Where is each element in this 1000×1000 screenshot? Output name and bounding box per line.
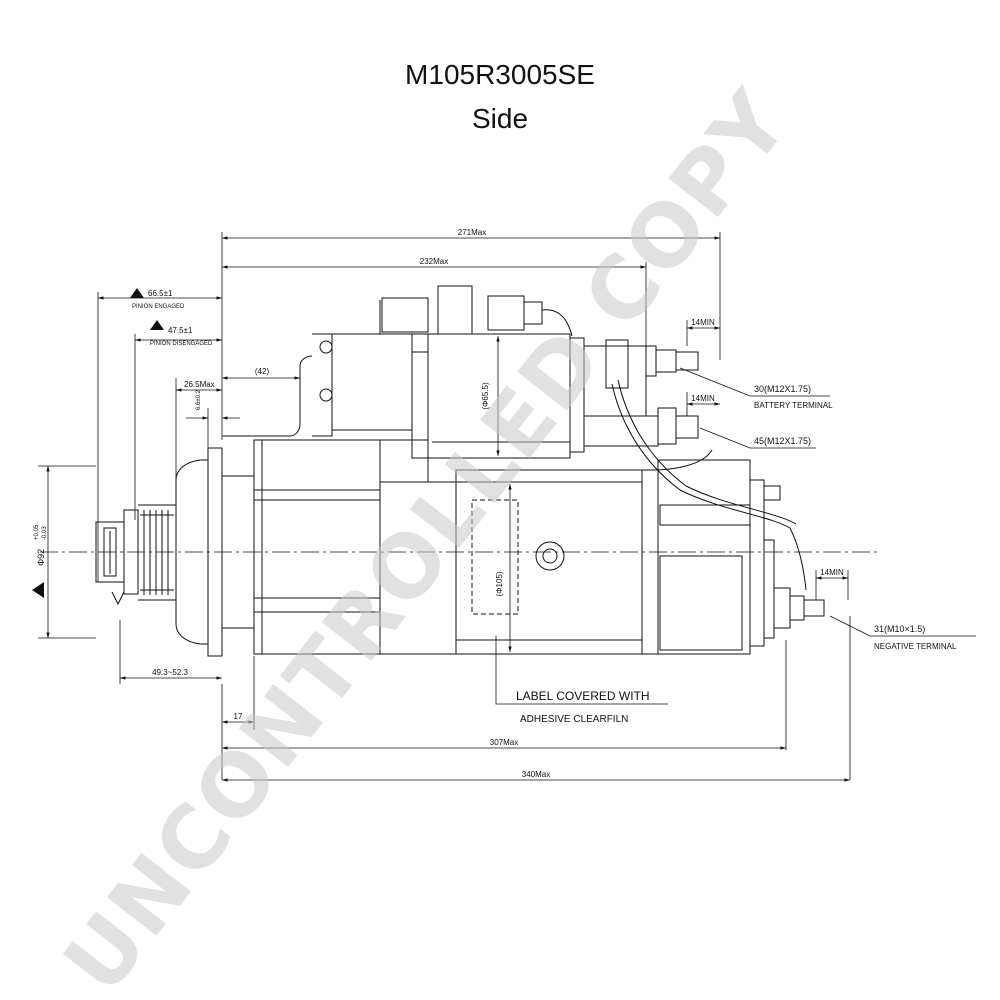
drawing-view-label: Side	[471, 103, 529, 134]
dim-14min-secondary: 14MIN	[691, 394, 715, 403]
secondary-terminal-size: 45(M12X1.75)	[754, 436, 811, 446]
dim-14min-battery: 14MIN	[691, 318, 715, 327]
watermark-text: UNCONTROLLED COPY	[45, 73, 809, 1000]
label-note-line1: LABEL COVERED WITH	[516, 689, 650, 703]
negative-terminal-size: 31(M10×1.5)	[874, 624, 925, 634]
datum-marker-icon	[32, 582, 44, 598]
dim-232max: 232Max	[420, 257, 448, 266]
dim-pinion-disengaged: 47.5±1	[168, 326, 193, 335]
dimension-lines	[38, 232, 976, 782]
disengaged-marker-icon	[150, 320, 164, 330]
starter-motor-outline	[40, 285, 880, 657]
dim-flange-tol-lower: -0.03	[42, 526, 48, 540]
label-pinion-engaged: PINION ENGAGED	[132, 304, 185, 310]
dim-17: 17	[234, 712, 243, 721]
callout-labels: 30(M12X1.75) BATTERY TERMINAL 45(M12X1.7…	[516, 384, 957, 725]
dim-271max: 271Max	[458, 228, 486, 237]
dim-pinion-engaged: 66.5±1	[148, 289, 173, 298]
dim-solenoid-diameter: (Φ65.5)	[481, 382, 490, 410]
dim-307max: 307Max	[490, 738, 518, 747]
dim-flange-diameter: Φ92	[36, 549, 46, 566]
solenoid	[312, 285, 585, 483]
dim-42: (42)	[255, 367, 270, 376]
dim-pinion-span: 49.3~52.3	[152, 668, 188, 677]
engaged-marker-icon	[130, 288, 144, 298]
label-pinion-disengaged: PINION DISENGAGED	[150, 341, 213, 347]
battery-terminal-size: 30(M12X1.75)	[754, 384, 811, 394]
dim-motor-diameter: (Φ105)	[495, 571, 504, 596]
dim-340max: 340Max	[522, 770, 550, 779]
end-cap	[641, 449, 825, 655]
dim-small: 6.6±0.2	[196, 389, 202, 410]
pinion-assembly	[95, 504, 177, 606]
negative-terminal-label: NEGATIVE TERMINAL	[874, 642, 957, 651]
dim-26-5max: 26.5Max	[184, 380, 215, 389]
drawing-title: M105R3005SE	[405, 59, 595, 90]
battery-terminal-label: BATTERY TERMINAL	[754, 401, 833, 410]
dim-14min-negative: 14MIN	[820, 568, 844, 577]
label-note-line2: ADHESIVE CLEARFILN	[520, 714, 628, 725]
dim-flange-tol-upper: +0.05	[34, 524, 40, 540]
dimension-labels: 271Max 232Max 66.5±1 PINION ENGAGED 47.5…	[34, 228, 844, 779]
